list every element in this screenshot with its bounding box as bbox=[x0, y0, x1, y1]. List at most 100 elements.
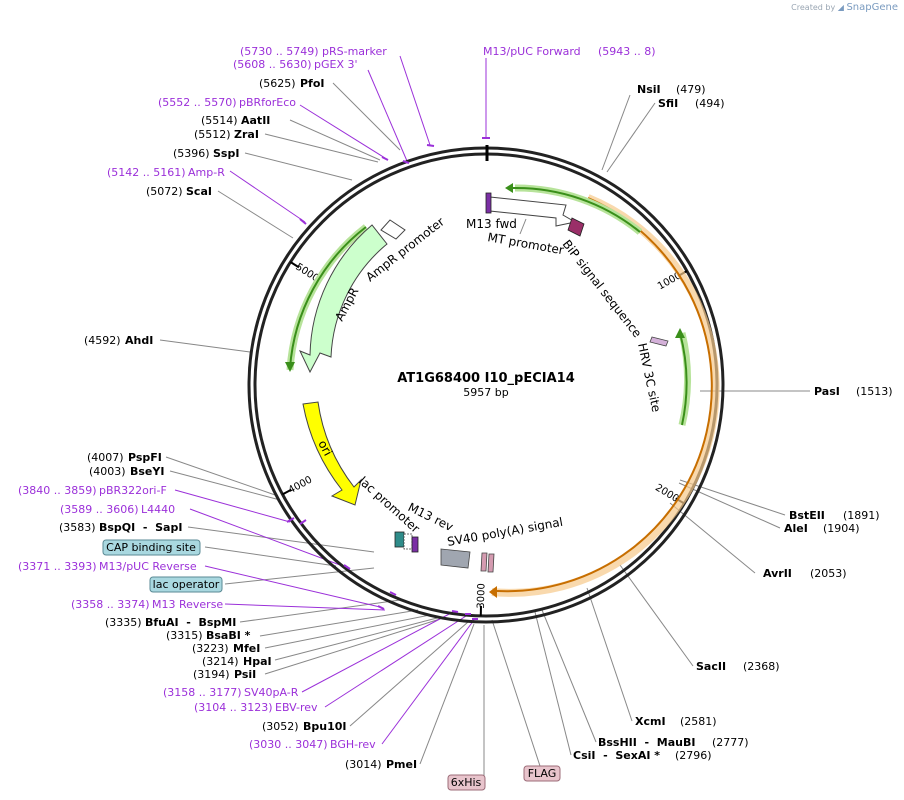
sv40-polya-label: SV40 poly(A) signal bbox=[446, 515, 564, 549]
site-mfei-pos: (3223) bbox=[192, 642, 229, 655]
flag-label: FLAG bbox=[528, 767, 557, 780]
primer-m13puc-rev-pos: (3371 .. 3393) bbox=[18, 560, 97, 573]
sv40-polya-marker bbox=[440, 548, 471, 569]
site-pfoi-name: PfoI bbox=[300, 77, 325, 90]
6xhis-marker bbox=[480, 552, 488, 572]
primer-pbrforeco-pos: (5552 .. 5570) bbox=[158, 96, 237, 109]
sites-right: NsiI (479) SfiI (494) PasI (1513) BstEII… bbox=[573, 83, 893, 762]
site-nsii-pos: (479) bbox=[676, 83, 706, 96]
ampr-cds-arrow bbox=[298, 224, 388, 374]
primer-top-pos: (5943 .. 8) bbox=[598, 45, 656, 58]
site-bsshii-name: BssHII - MauBI bbox=[598, 736, 695, 749]
site-scai-pos: (5072) bbox=[146, 185, 183, 198]
site-pmei-name: PmeI bbox=[386, 758, 417, 771]
site-xcmi-name: XcmI bbox=[635, 715, 666, 728]
bip-signal-label: BiP signal sequence bbox=[560, 237, 645, 340]
ori-label: ori bbox=[315, 438, 335, 458]
hrv-3c-label: HRV 3C site bbox=[635, 342, 663, 414]
site-csii-pos: (2796) bbox=[675, 749, 712, 762]
primer-bgh-pos: (3030 .. 3047) bbox=[249, 738, 328, 751]
site-pfoi-pos: (5625) bbox=[259, 77, 296, 90]
site-sfii-pos: (494) bbox=[695, 97, 725, 110]
primer-pbr322ori-pos: (3840 .. 3859) bbox=[18, 484, 97, 497]
primer-ampr-name: Amp-R bbox=[188, 166, 225, 179]
mt-promoter-arrow bbox=[489, 196, 577, 227]
ori-arrow bbox=[302, 401, 362, 506]
primer-pgex3-name: pGEX 3' bbox=[314, 58, 358, 71]
site-bseyi-name: BseYI bbox=[130, 465, 164, 478]
site-ahdi-name: AhdI bbox=[125, 334, 153, 347]
primer-ebv-name: EBV-rev bbox=[275, 701, 318, 714]
cap-binding-label: CAP binding site bbox=[106, 541, 196, 554]
ampr-promoter-arrow bbox=[380, 219, 406, 240]
cds-arrowhead-icon bbox=[489, 586, 497, 598]
lac-operator-label: lac operator bbox=[153, 578, 220, 591]
primer-l4440-pos: (3589 .. 3606) bbox=[60, 503, 139, 516]
primer-prs-marker-name: pRS-marker bbox=[322, 45, 387, 58]
primer-ticks bbox=[286, 137, 490, 620]
credit-prefix: Created by bbox=[791, 3, 836, 12]
site-sfii-name: SfiI bbox=[658, 97, 678, 110]
sites-left: (5625) PfoI (5514) AatII (5512) ZraI (53… bbox=[59, 77, 417, 771]
site-aatii-name: AatII bbox=[241, 114, 270, 127]
site-avrii-pos: (2053) bbox=[810, 567, 847, 580]
site-bsteii-pos: (1891) bbox=[843, 509, 880, 522]
6xhis-label: 6xHis bbox=[451, 776, 482, 789]
site-avrii-name: AvrII bbox=[763, 567, 792, 580]
site-bpu10i-name: Bpu10I bbox=[303, 720, 347, 733]
plasmid-name: AT1G68400 I10_pECIA14 bbox=[397, 371, 575, 386]
site-bpu10i-pos: (3052) bbox=[262, 720, 299, 733]
site-alei-pos: (1904) bbox=[823, 522, 860, 535]
site-psii-pos: (3194) bbox=[193, 668, 230, 681]
primer-prs-marker-pos: (5730 .. 5749) bbox=[240, 45, 319, 58]
6xhis-box bbox=[447, 774, 486, 791]
site-bseyi-pos: (4003) bbox=[89, 465, 126, 478]
primer-labels: (5730 .. 5749) pRS-marker (5608 .. 5630)… bbox=[18, 45, 387, 751]
primer-m13puc-rev-name: M13/pUC Reverse bbox=[99, 560, 197, 573]
site-hpai-pos: (3214) bbox=[202, 655, 239, 668]
bip-signal-arrow bbox=[567, 217, 585, 237]
primer-m13rev-pos: (3358 .. 3374) bbox=[71, 598, 150, 611]
primer-ampr-pos: (5142 .. 5161) bbox=[107, 166, 186, 179]
site-ahdi-pos: (4592) bbox=[84, 334, 121, 347]
site-alei-name: AleI bbox=[784, 522, 808, 535]
m13-rev-marker bbox=[411, 536, 419, 553]
site-sacii-pos: (2368) bbox=[743, 660, 780, 673]
flag-marker bbox=[487, 553, 495, 573]
m13-fwd-marker bbox=[485, 192, 492, 214]
site-aatii-pos: (5514) bbox=[201, 114, 238, 127]
primer-sv40pa-name: SV40pA-R bbox=[244, 686, 299, 699]
site-bspqi-pos: (3583) bbox=[59, 521, 96, 534]
m13-fwd-label: M13 fwd bbox=[466, 217, 517, 231]
site-bsshii-pos: (2777) bbox=[712, 736, 749, 749]
primer-pgex3-pos: (5608 .. 5630) bbox=[233, 58, 312, 71]
site-pspfi-pos: (4007) bbox=[87, 451, 124, 464]
green-arrowhead-right-icon bbox=[675, 328, 685, 338]
site-mfei-name: MfeI bbox=[233, 642, 260, 655]
lac-operator-box bbox=[149, 576, 223, 593]
site-bspqi-name: BspQI - SapI bbox=[99, 521, 182, 534]
site-zrai-pos: (5512) bbox=[194, 128, 231, 141]
primer-l4440-name: L4440 bbox=[141, 503, 175, 516]
primer-leader-lines bbox=[174, 55, 487, 745]
flag-box bbox=[523, 765, 561, 782]
site-pasi-pos: (1513) bbox=[856, 385, 893, 398]
site-psii-name: PsiI bbox=[234, 668, 256, 681]
boxed-labels: CAP binding site lac operator 6xHis FLAG bbox=[102, 539, 561, 791]
site-csii-name: CsiI - SexAI * bbox=[573, 749, 660, 762]
primer-pbrforeco-name: pBRforEco bbox=[239, 96, 296, 109]
site-sspi-name: SspI bbox=[213, 147, 239, 160]
site-bfuai-pos: (3335) bbox=[105, 616, 142, 629]
primer-sv40pa-pos: (3158 .. 3177) bbox=[163, 686, 242, 699]
hrv-3c-site-marker bbox=[649, 336, 669, 347]
primer-top-name: M13/pUC Forward bbox=[483, 45, 581, 58]
site-nsii-name: NsiI bbox=[637, 83, 661, 96]
tick-label-3000: 3000 bbox=[476, 583, 488, 609]
tick-label-4000: 4000 bbox=[287, 474, 315, 496]
primer-ebv-pos: (3104 .. 3123) bbox=[194, 701, 273, 714]
cap-binding-box bbox=[102, 539, 201, 556]
site-scai-name: ScaI bbox=[186, 185, 212, 198]
site-pasi-name: PasI bbox=[814, 385, 840, 398]
